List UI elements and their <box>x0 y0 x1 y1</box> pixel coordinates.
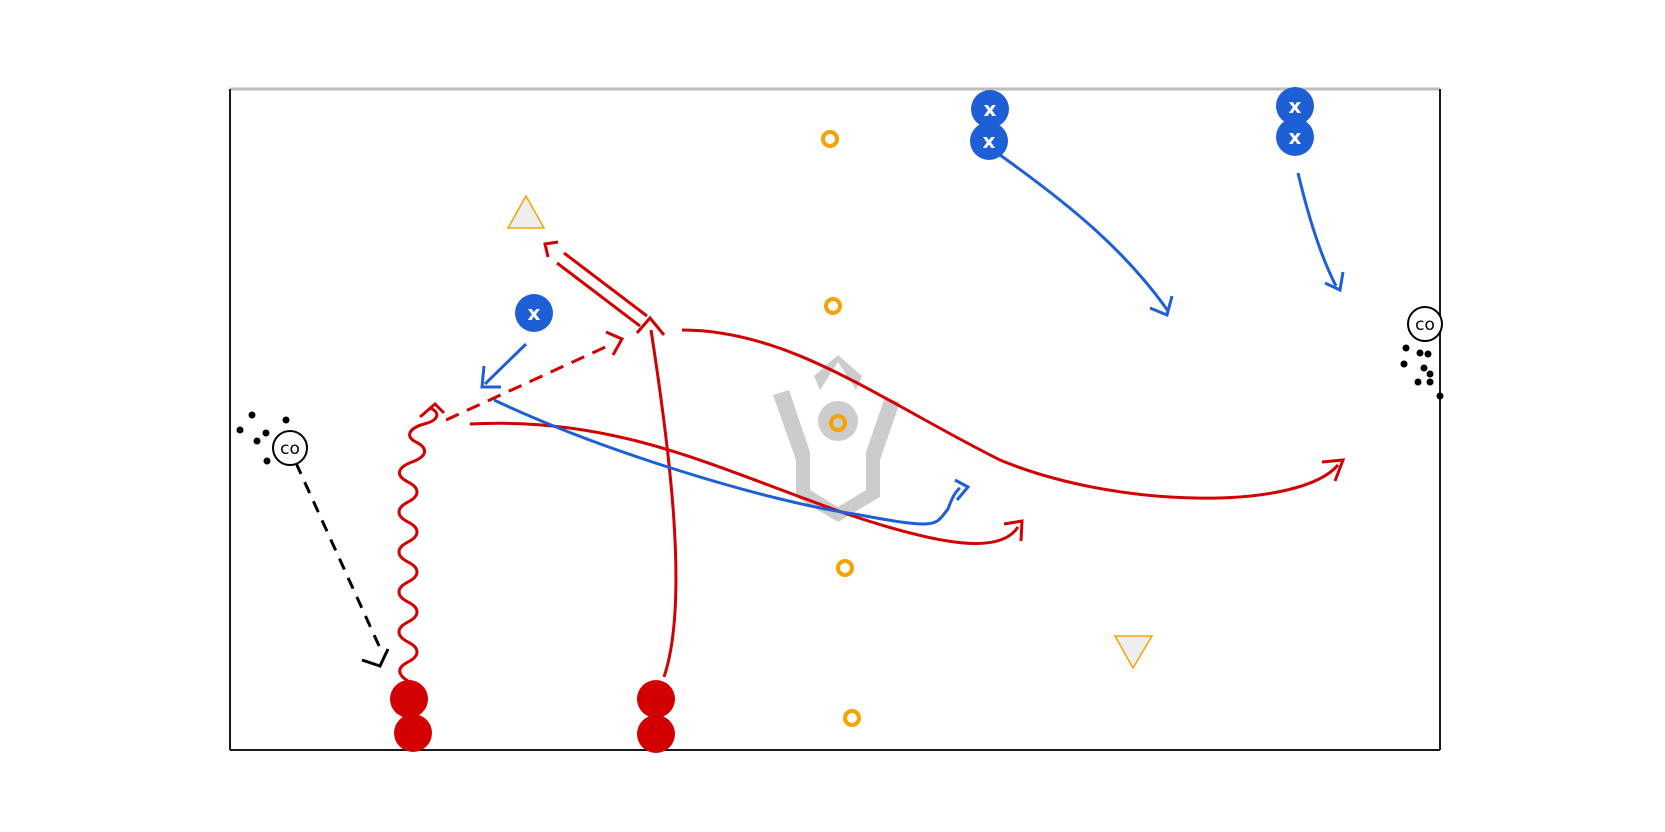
coach-label: co <box>280 439 300 459</box>
ball <box>1426 370 1434 378</box>
ball <box>282 416 290 424</box>
defender-label: x <box>1289 94 1302 118</box>
cone <box>843 709 861 727</box>
red-run-right-low <box>469 421 1020 545</box>
cone <box>821 130 839 148</box>
red-player <box>637 715 675 753</box>
watermark-logo <box>773 355 900 522</box>
ball-pile-left <box>236 411 290 465</box>
blue-run-top-right <box>1296 172 1338 287</box>
coach-dashed-run <box>294 462 382 649</box>
defender-label: x <box>983 129 996 153</box>
red-dashed-pass-arrowhead <box>605 330 625 356</box>
red-run-up <box>649 329 678 678</box>
blue-run-top-right-arrowhead <box>1324 271 1345 293</box>
blue-defender: x <box>515 294 553 332</box>
triangle-down-marker <box>1113 635 1154 670</box>
ball <box>1414 378 1422 386</box>
ball <box>248 411 256 419</box>
ball <box>1424 350 1432 358</box>
red-dribble-path <box>397 406 439 683</box>
red-run-right-low-arrowhead <box>1003 519 1024 542</box>
blue-defender: x <box>1276 87 1314 125</box>
cone <box>829 414 847 432</box>
triangle-markers <box>506 194 1154 670</box>
triangle-up-marker <box>506 194 546 229</box>
red-double-line-arrowhead <box>543 240 559 258</box>
coach-left: co <box>272 430 308 466</box>
blue-run-top-mid <box>999 153 1170 312</box>
cones <box>821 130 861 727</box>
blue-defender: x <box>1276 118 1314 156</box>
red-dashed-pass <box>445 342 613 422</box>
ball <box>1436 392 1444 400</box>
defender-label: x <box>1289 125 1302 149</box>
coach-run-arrowhead <box>361 648 390 668</box>
ball <box>262 429 270 437</box>
blue-run-top-mid-arrowhead <box>1149 295 1174 318</box>
red-player <box>637 680 675 718</box>
defender-label: x <box>984 97 997 121</box>
red-double-line-b <box>556 261 641 328</box>
blue-team: x x x x x <box>515 87 1314 332</box>
red-player <box>390 680 428 718</box>
ball <box>1416 349 1424 357</box>
red-movements <box>397 240 1346 683</box>
red-run-right-long-arrowhead <box>1321 458 1346 482</box>
logo-crown-shape <box>814 355 862 390</box>
red-double-line-a <box>563 251 648 318</box>
coach-right: co <box>1407 306 1443 342</box>
red-player <box>394 714 432 752</box>
ball <box>1402 344 1410 352</box>
blue-defender-run-left-arrowhead <box>480 365 501 389</box>
red-run-right-long <box>681 328 1340 500</box>
ball <box>253 437 261 445</box>
ball <box>236 426 244 434</box>
logo-shield-shape <box>773 390 900 522</box>
logo-center-dot <box>818 401 858 441</box>
blue-defender-run-left <box>483 342 528 386</box>
ball-pile-right <box>1400 344 1444 400</box>
ball <box>1420 364 1428 372</box>
blue-defender: x <box>971 90 1009 128</box>
defender-label: x <box>528 301 541 325</box>
blue-defender: x <box>970 122 1008 160</box>
ball <box>263 457 271 465</box>
cone <box>836 559 854 577</box>
blue-run-long-arrowhead <box>954 478 971 501</box>
red-team <box>390 680 675 753</box>
ball <box>1426 378 1434 386</box>
blue-movements <box>480 153 1345 526</box>
coach-run-path <box>294 462 390 668</box>
cone <box>824 297 842 315</box>
red-dribble-end-bar <box>419 401 446 419</box>
coach-label: co <box>1415 315 1435 335</box>
ball <box>1400 360 1408 368</box>
red-run-up-arrowhead <box>635 315 666 336</box>
blue-run-long <box>493 398 961 526</box>
